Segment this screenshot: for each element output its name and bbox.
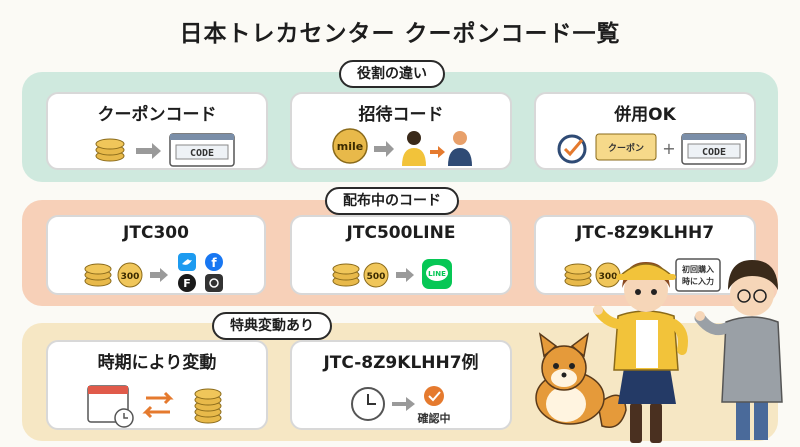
mile-text: mile	[337, 140, 363, 153]
coins-icon	[332, 262, 389, 288]
section-label-variable: 特典変動あり	[212, 312, 332, 340]
mile-coin-icon	[332, 128, 368, 164]
card-title: 時期により変動	[97, 353, 217, 373]
screen-text: CODE	[702, 147, 726, 158]
coins-icon	[194, 388, 222, 424]
svg-text:f: f	[211, 256, 217, 270]
coin-value: 300	[599, 272, 618, 282]
mascot-dog	[535, 332, 627, 428]
line-icon	[422, 259, 452, 289]
coin-value: 300	[121, 272, 140, 282]
person-icon	[448, 131, 472, 166]
boy-character	[694, 260, 783, 440]
arrow-right-icon	[430, 146, 445, 158]
coins-icon	[84, 262, 143, 288]
coins-icon	[95, 138, 125, 162]
check-badge-icon	[424, 386, 444, 406]
facebook-icon: f	[205, 253, 223, 271]
card-title: 招待コード	[358, 105, 444, 125]
arrow-right-icon	[396, 268, 414, 282]
twitter-icon	[178, 253, 196, 271]
card-title: JTC-8Z9KLHH7	[575, 223, 715, 243]
plus-icon: +	[662, 139, 675, 158]
code-screen-icon	[681, 133, 747, 165]
card-title: JTC500LINE	[346, 223, 456, 243]
card-title: クーポンコード	[97, 105, 217, 125]
arrow-right-icon	[150, 268, 168, 282]
card-title: JTC-8Z9KLHH7例	[323, 353, 479, 373]
panel-text-2: 時に入力	[682, 276, 714, 286]
line-text: LINE	[428, 270, 446, 278]
card-jtc-8z9klhh7: JTC-8Z9KLHH7 300 初回購入 時に入力	[534, 215, 756, 295]
code-screen-icon	[169, 133, 235, 167]
coins-icon	[564, 262, 621, 288]
check-circle-icon	[557, 134, 587, 164]
page-title: 日本トレカセンター クーポンコード一覧	[179, 21, 621, 47]
f-icon: F	[178, 274, 196, 292]
card-title: JTC300	[123, 223, 189, 243]
characters-illustration	[535, 260, 783, 443]
section-label-roles: 役割の違い	[339, 60, 445, 88]
status-text: 確認中	[418, 411, 451, 425]
arrow-right-icon	[136, 143, 161, 159]
section-label-active: 配布中のコード	[325, 187, 459, 215]
panel-text-1: 初回購入	[682, 264, 714, 274]
card-example-status: JTC-8Z9KLHH7例 確認中	[290, 340, 512, 430]
girl-character	[593, 262, 688, 443]
arrow-right-icon	[374, 141, 394, 157]
screen-text: CODE	[190, 148, 214, 159]
card-title: 併用OK	[614, 105, 676, 125]
coin-value: 500	[367, 272, 386, 282]
instagram-icon	[205, 274, 223, 292]
coupon-ticket-icon	[595, 133, 657, 161]
ticket-text: クーポン	[608, 142, 644, 154]
card-jtc300: JTC300 300 f F	[46, 215, 266, 295]
calendar-icon	[87, 385, 134, 428]
arrow-right-icon	[392, 397, 415, 411]
clock-icon	[351, 387, 385, 421]
person-icon	[402, 131, 426, 166]
card-invite-code: 招待コード mile	[290, 92, 512, 170]
card-combinable: 併用OK クーポン + CODE	[534, 92, 756, 170]
card-jtc500line: JTC500LINE 500 LINE	[290, 215, 512, 295]
card-coupon-code: クーポンコード CODE	[46, 92, 268, 170]
code-screen-icon	[675, 258, 721, 292]
card-varies-by-period: 時期により変動	[46, 340, 268, 430]
swap-arrows-icon	[142, 391, 174, 419]
svg-text:F: F	[183, 277, 191, 290]
